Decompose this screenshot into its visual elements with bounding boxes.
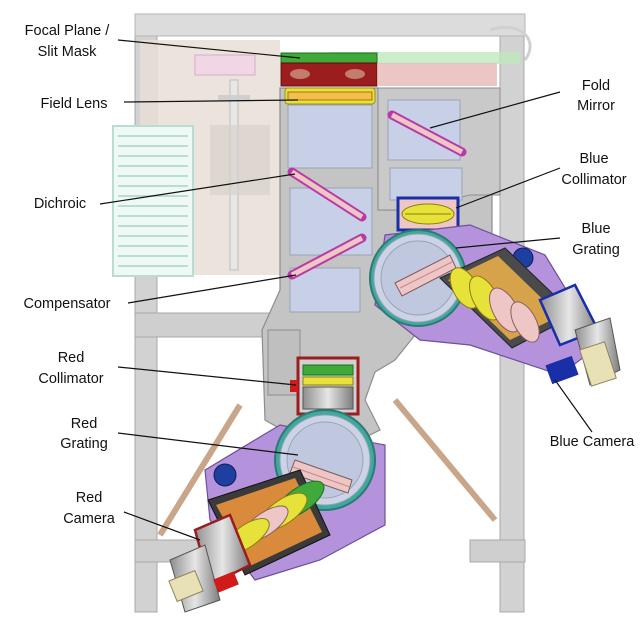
slit-mask-assembly (280, 52, 497, 87)
label-blue-grating-1: Blue (581, 221, 610, 237)
label-red-camera-1: Red (76, 490, 103, 506)
red-camera (168, 469, 331, 613)
red-collimator (290, 356, 360, 416)
label-fold-mirror-2: Mirror (577, 98, 615, 114)
label-red-collimator-1: Red (58, 350, 85, 366)
compensator (287, 233, 367, 280)
label-blue-collimator-2: Collimator (561, 172, 626, 188)
label-blue-camera: Blue Camera (550, 434, 636, 450)
label-dichroic: Dichroic (34, 196, 86, 212)
fold-mirror (387, 110, 467, 157)
dichroic (287, 167, 367, 222)
label-focal-plane: Focal Plane / (25, 23, 111, 39)
label-field-lens: Field Lens (41, 96, 108, 112)
blue-arm (369, 224, 621, 387)
field-lens (284, 87, 376, 105)
label-red-grating-1: Red (71, 416, 98, 432)
label-blue-grating-2: Grating (572, 242, 620, 258)
blue-camera (439, 247, 621, 387)
label-blue-collimator-1: Blue (579, 151, 608, 167)
red-arm (168, 409, 386, 613)
heat-sink (112, 125, 194, 277)
leader-lines (99, 39, 593, 541)
callout-labels: Focal Plane / Slit Mask Field Lens Dichr… (23, 23, 635, 527)
label-red-camera-2: Camera (63, 511, 116, 527)
label-red-grating-2: Grating (60, 436, 108, 452)
red-grating (289, 459, 353, 494)
label-compensator: Compensator (23, 296, 110, 312)
label-fold-mirror-1: Fold (582, 78, 610, 94)
label-slit-mask: Slit Mask (38, 44, 98, 60)
blue-collimator (396, 196, 460, 232)
label-red-collimator-2: Collimator (38, 371, 103, 387)
